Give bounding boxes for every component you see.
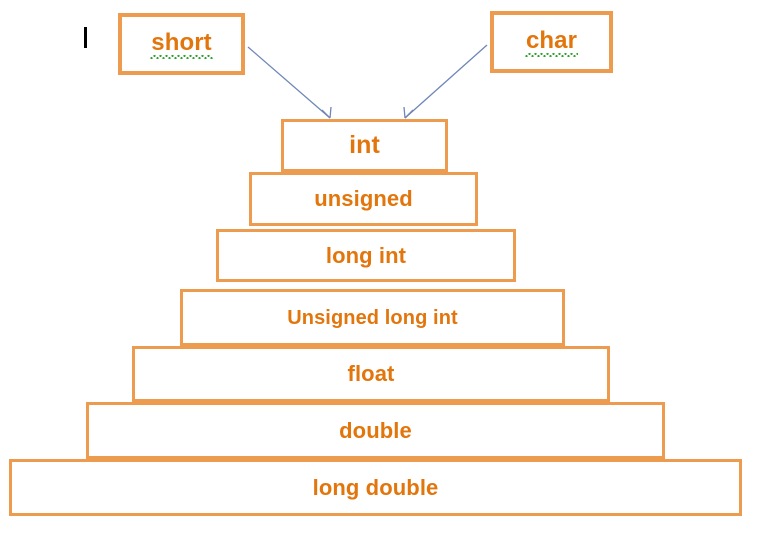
pyramid-tier-long-double[interactable]: long double xyxy=(9,459,742,516)
callout-box-short[interactable]: short xyxy=(118,13,245,75)
pyramid-tier-label: Unsigned long int xyxy=(287,306,458,329)
pyramid-tier-unsigned-long-int[interactable]: Unsigned long int xyxy=(180,289,565,346)
pyramid-tier-label: int xyxy=(349,131,380,159)
callout-label-short: short xyxy=(150,28,213,59)
callout-label-char: char xyxy=(524,26,579,57)
pyramid-tier-int[interactable]: int xyxy=(281,119,448,172)
arrow-short-to-int-line xyxy=(247,46,331,119)
pyramid-tier-long-int[interactable]: long int xyxy=(216,229,516,282)
pyramid-tier-label: long int xyxy=(325,242,407,268)
pyramid-tier-float[interactable]: float xyxy=(132,346,610,402)
pyramid-tier-unsigned[interactable]: unsigned xyxy=(249,172,478,226)
arrow-short-to-int-head xyxy=(321,106,332,119)
callout-box-char[interactable]: char xyxy=(490,11,613,73)
arrow-char-to-int-head xyxy=(403,106,414,119)
pyramid-tier-label: unsigned xyxy=(314,186,413,211)
pyramid-tier-double[interactable]: double xyxy=(86,402,665,459)
pyramid-tier-label: double xyxy=(339,417,412,443)
pyramid-tier-label: long double xyxy=(312,474,439,500)
text-caret xyxy=(84,27,87,48)
pyramid-tier-label: float xyxy=(347,361,395,386)
arrow-char-to-int-line xyxy=(404,44,488,119)
